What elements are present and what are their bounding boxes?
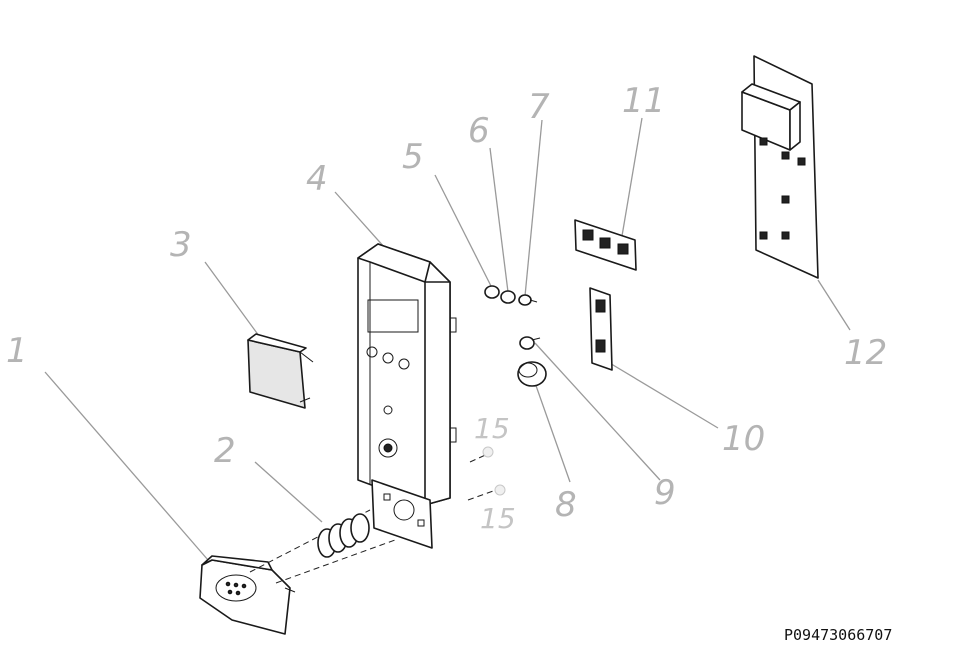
leader-11 — [621, 117, 643, 237]
callout-8: 8 — [555, 485, 577, 525]
callout-5: 5 — [402, 137, 424, 177]
leader-10 — [607, 361, 719, 429]
part-11-small-pcb — [574, 219, 637, 271]
callout-12: 12 — [844, 333, 887, 373]
callout-1: 1 — [6, 331, 28, 371]
leader-12 — [817, 279, 851, 331]
leader-7 — [524, 119, 543, 297]
callout-9: 9 — [654, 473, 676, 513]
part-2-springs — [317, 513, 370, 558]
callout-15-upper: 15 — [474, 412, 510, 445]
leader-4 — [334, 191, 386, 249]
part-12-main-pcb — [741, 55, 819, 279]
leader-2 — [254, 461, 323, 523]
leader-8 — [533, 379, 571, 483]
callout-4: 4 — [306, 159, 328, 199]
callout-3: 3 — [170, 225, 192, 265]
part-9-switch — [519, 336, 541, 350]
leader-lines — [44, 117, 851, 561]
callout-11: 11 — [622, 81, 665, 121]
drawing-code: P09473066707 — [784, 626, 892, 644]
part-15-screws — [482, 446, 506, 496]
parts-5-7-small-components — [484, 285, 538, 306]
leader-5 — [434, 174, 493, 289]
leader-3 — [204, 261, 263, 341]
part-1-button-cover — [199, 555, 296, 635]
callout-7: 7 — [528, 87, 550, 127]
leader-1 — [44, 371, 209, 561]
part-3-window — [247, 333, 314, 409]
leader-6 — [489, 147, 509, 293]
callout-10: 10 — [722, 419, 765, 459]
part-4-control-panel — [357, 243, 457, 549]
callout-6: 6 — [468, 111, 490, 151]
leader-9 — [534, 342, 661, 481]
part-8-knob — [517, 361, 547, 387]
callout-labels: 1 2 3 4 5 6 7 8 9 10 11 12 15 15 — [6, 81, 887, 535]
callout-2: 2 — [214, 431, 236, 471]
part-10-switch-board — [589, 287, 613, 371]
callout-15-lower: 15 — [480, 502, 516, 535]
